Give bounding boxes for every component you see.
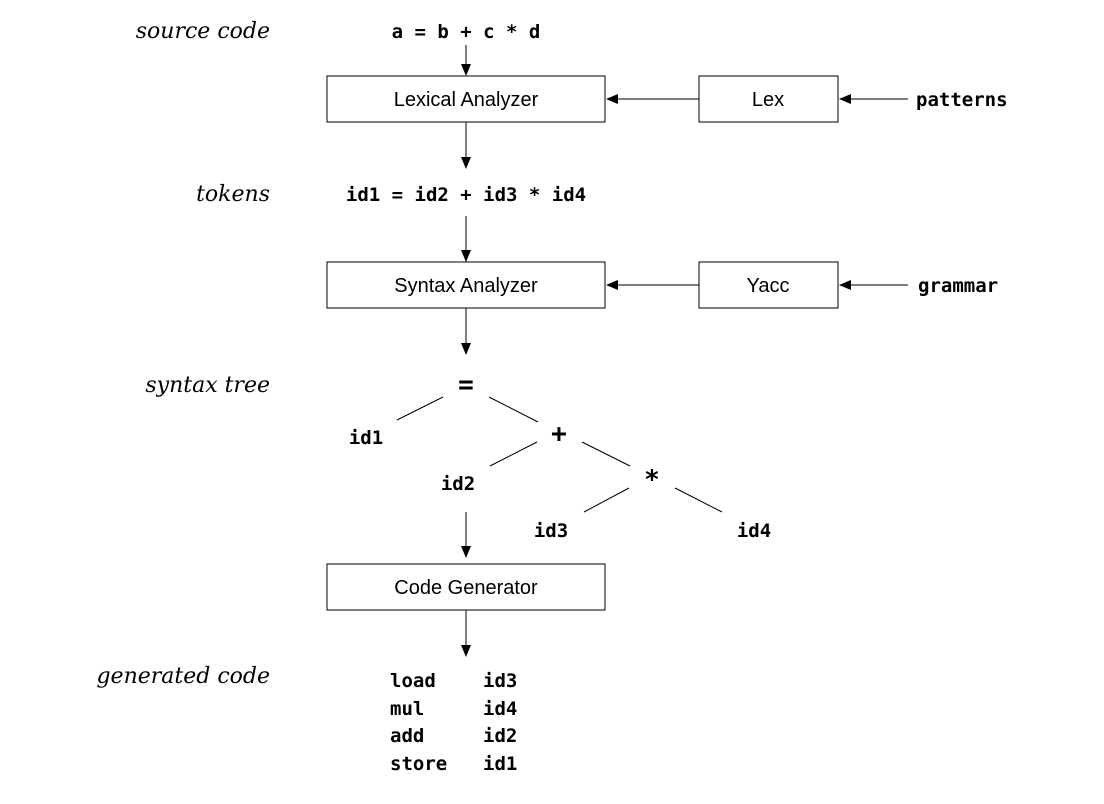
lexical-analyzer-label: Lexical Analyzer	[394, 89, 539, 111]
tree-node-eq: =	[458, 370, 474, 400]
yacc-box	[698, 261, 839, 309]
syntax-analyzer-label: Syntax Analyzer	[394, 275, 538, 297]
tree-node-plus: +	[551, 419, 567, 449]
yacc-label: Yacc	[747, 275, 790, 297]
label-source-code: source code	[136, 19, 270, 44]
tree-edge-eq-id1	[396, 396, 444, 421]
label-syntax-tree: syntax tree	[145, 373, 270, 398]
label-generated-code: generated code	[96, 664, 270, 689]
tree-node-id2: id2	[441, 473, 475, 495]
tree-node-id3: id3	[534, 520, 568, 542]
grammar-input: grammar	[918, 275, 998, 297]
syntax-analyzer-box	[326, 261, 606, 309]
tree-edge-plus-id2	[489, 441, 538, 467]
gen-op-add: add	[390, 725, 424, 747]
gen-op-mul: mul	[390, 698, 424, 720]
tree-edge-eq-plus	[488, 396, 539, 423]
gen-op-store: store	[390, 753, 447, 775]
lex-label: Lex	[752, 89, 784, 111]
tree-edge-plus-star	[581, 441, 631, 467]
tree-node-id1: id1	[349, 427, 383, 449]
source-expression: a = b + c * d	[392, 21, 541, 43]
tree-node-id4: id4	[737, 520, 771, 542]
gen-arg-add: id2	[483, 725, 517, 747]
lex-box	[698, 75, 839, 123]
tree-edge-star-id4	[674, 487, 723, 513]
gen-arg-load: id3	[483, 670, 517, 692]
tree-node-star: *	[644, 465, 660, 495]
generated-code-block: load id3 mul id4 add id2 store id1	[390, 670, 517, 775]
label-tokens: tokens	[196, 182, 270, 207]
gen-arg-store: id1	[483, 753, 517, 775]
code-generator-label: Code Generator	[394, 577, 538, 599]
tokens-expression: id1 = id2 + id3 * id4	[346, 184, 586, 206]
patterns-input: patterns	[916, 89, 1008, 111]
gen-arg-mul: id4	[483, 698, 517, 720]
tree-edge-star-id3	[583, 487, 630, 513]
gen-op-load: load	[390, 670, 436, 692]
